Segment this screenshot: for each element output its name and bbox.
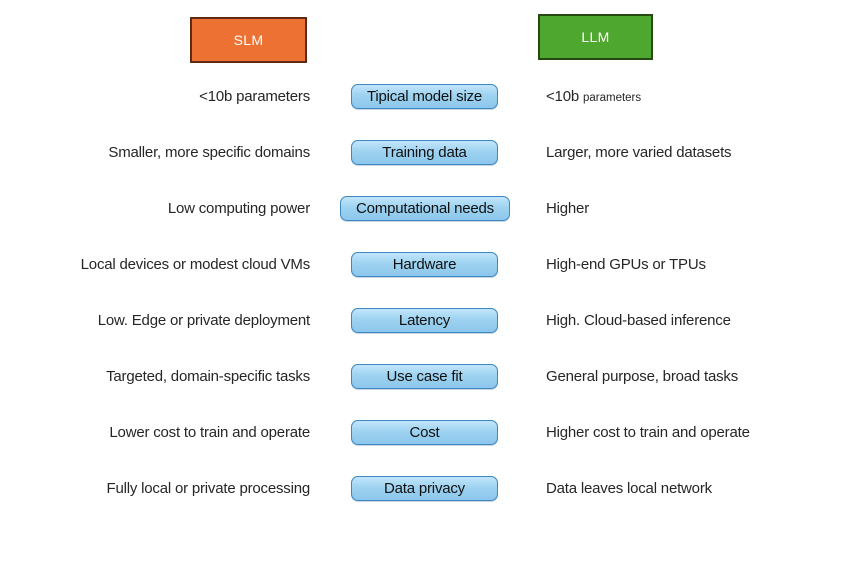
llm-value-main: <10b (546, 88, 579, 105)
llm-value-data-privacy: Data leaves local network (546, 480, 712, 497)
attribute-pill-data-privacy: Data privacy (351, 476, 498, 501)
slm-value-latency: Low. Edge or private deployment (97, 312, 310, 329)
slm-header-label: SLM (233, 32, 264, 48)
slm-value-training-data: Smaller, more specific domains (108, 144, 310, 161)
llm-value-training-data: Larger, more varied datasets (546, 144, 732, 161)
attribute-pill-computational-needs: Computational needs (340, 196, 510, 221)
attribute-label: Use case fit (386, 368, 463, 385)
attribute-label: Computational needs (356, 200, 494, 217)
attribute-pill-hardware: Hardware (351, 252, 498, 277)
llm-value-cost: Higher cost to train and operate (546, 424, 750, 441)
llm-value-use-case-fit: General purpose, broad tasks (546, 368, 739, 385)
slm-header-box: SLM (190, 17, 307, 63)
attribute-label: Data privacy (384, 480, 465, 497)
slm-value-cost: Lower cost to train and operate (109, 424, 310, 441)
attribute-label: Cost (409, 424, 440, 441)
attribute-pill-cost: Cost (351, 420, 498, 445)
llm-value-model-size: <10b parameters (546, 84, 842, 110)
llm-value-hardware: High-end GPUs or TPUs (546, 256, 706, 273)
llm-header-box: LLM (538, 14, 653, 60)
attribute-label: Training data (382, 144, 467, 161)
attribute-pill-use-case-fit: Use case fit (351, 364, 498, 389)
slm-value-computational-needs: Low computing power (167, 200, 310, 217)
slm-value-model-size: <10b parameters (199, 88, 310, 105)
attribute-pill-latency: Latency (351, 308, 498, 333)
llm-header-label: LLM (581, 29, 610, 45)
slm-value-data-privacy: Fully local or private processing (106, 480, 311, 497)
attribute-pill-training-data: Training data (351, 140, 498, 165)
llm-value-latency: High. Cloud-based inference (546, 312, 731, 329)
attribute-pill-model-size: Tipical model size (351, 84, 498, 109)
attribute-label: Latency (398, 312, 451, 329)
llm-value-suffix: parameters (582, 92, 642, 104)
slm-value-use-case-fit: Targeted, domain-specific tasks (106, 368, 310, 385)
slm-value-hardware: Local devices or modest cloud VMs (80, 256, 311, 273)
attribute-label: Hardware (392, 256, 457, 273)
llm-value-computational-needs: Higher (546, 200, 589, 217)
attribute-label: Tipical model size (366, 88, 483, 105)
